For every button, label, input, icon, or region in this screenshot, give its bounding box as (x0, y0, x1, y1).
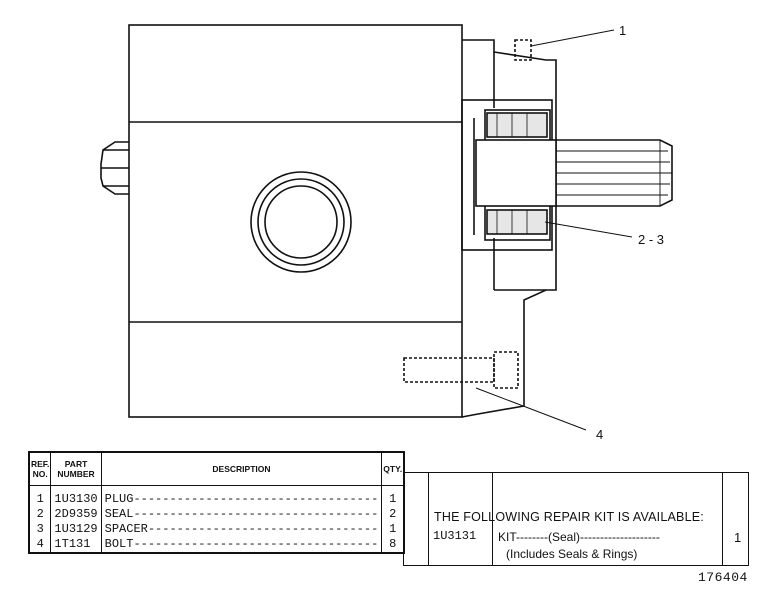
repair-kit-includes: (Includes Seals & Rings) (506, 547, 638, 561)
bolt-hidden (403, 351, 519, 389)
table-row: 1 1U3130 PLUG---------------------------… (28, 492, 405, 507)
hex-nut-plug (100, 141, 129, 195)
repair-kit-box: THE FOLLOWING REPAIR KIT IS AVAILABLE: 1… (403, 472, 749, 566)
seal-bottom (486, 209, 548, 235)
cover-plate (461, 39, 557, 418)
repair-kit-description: KIT--------(Seal)-------------------- (498, 530, 660, 544)
seal-top (486, 112, 548, 138)
callout-1: 1 (619, 23, 626, 38)
repair-kit-qty: 1 (734, 530, 742, 545)
drive-shaft (475, 139, 557, 207)
callout-2-3: 2 - 3 (638, 232, 664, 247)
table-row: 3 1U3129 SPACER-------------------------… (28, 522, 405, 537)
figure-code: 176404 (698, 570, 748, 585)
port-outer-ring (250, 171, 352, 273)
col-description: DESCRIPTION (100, 451, 383, 486)
callout-4: 4 (596, 427, 603, 442)
pump-body (128, 24, 463, 418)
col-qty: QTY. (381, 451, 405, 486)
col-ref: REF.NO. (28, 451, 52, 486)
pump-diagram: 1 2 - 3 4 (100, 23, 673, 442)
table-row: 2 2D9359 SEAL---------------------------… (28, 507, 405, 522)
table-row: 4 1T131 BOLT----------------------------… (28, 537, 405, 553)
plug-hidden (514, 39, 532, 61)
repair-kit-heading: THE FOLLOWING REPAIR KIT IS AVAILABLE: (434, 510, 704, 524)
port-middle-ring (257, 178, 345, 266)
port-inner-ring (264, 185, 338, 259)
repair-kit-part-number: 1U3131 (433, 529, 477, 543)
